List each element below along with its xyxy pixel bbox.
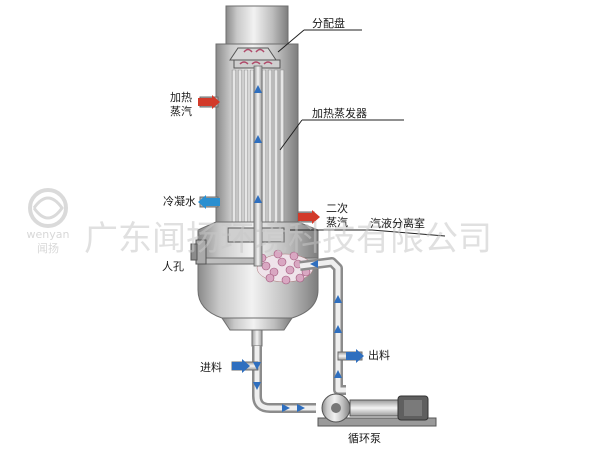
label-heating-steam-2: 蒸汽 <box>170 104 192 118</box>
bottom-cone <box>221 317 293 331</box>
watermark-logo-cn: 闻扬 <box>37 241 59 255</box>
bubble <box>289 251 299 261</box>
bubble <box>281 275 291 285</box>
flow-direction-arrow <box>282 404 290 412</box>
label-manhole: 人孔 <box>162 260 184 273</box>
manhole <box>190 239 207 265</box>
heat-exchanger-tube <box>237 69 243 227</box>
flow-direction-arrow <box>334 370 342 378</box>
flow-direction-arrow <box>253 382 261 390</box>
flow-direction-arrow <box>334 325 342 333</box>
watermark-company: 广东闻扬环境科技有限公司 <box>84 219 492 259</box>
flow-direction-arrow <box>254 195 262 203</box>
label-cooling-water: 冷凝水 <box>163 194 196 208</box>
feed-arrow <box>232 359 250 373</box>
label-separation-chamber: 汽液分离室 <box>370 216 425 230</box>
circulation-pump <box>317 393 437 427</box>
distribution-plate <box>229 47 281 69</box>
bubble <box>269 267 279 277</box>
heat-exchanger-tube <box>231 69 237 227</box>
heating-steam-arrow <box>198 95 220 109</box>
label-circulation-pump: 循环泵 <box>348 432 381 445</box>
watermark: wenyan 闻扬 广东闻扬环境科技有限公司 <box>27 188 492 259</box>
label-secondary-steam-2: 蒸汽 <box>326 215 348 229</box>
feed-pipe <box>252 346 316 413</box>
flow-arrows <box>232 85 364 412</box>
label-secondary-steam-1: 二次 <box>326 201 348 215</box>
bubble <box>273 249 283 259</box>
label-heating-steam-1: 加热 <box>170 91 192 104</box>
heat-exchanger-tube <box>249 69 255 227</box>
bubble <box>261 261 271 271</box>
secondary-steam-arrow <box>298 210 320 224</box>
leader-lines <box>277 29 446 237</box>
heat-exchanger-tube <box>273 69 279 227</box>
bubble <box>277 257 287 267</box>
cooling-water-arrow <box>198 195 220 209</box>
flow-direction-arrow <box>334 295 342 303</box>
top-chimney <box>225 5 289 47</box>
label-feed: 进料 <box>200 360 222 374</box>
heat-exchanger-tube <box>267 69 273 227</box>
flow-direction-arrow <box>297 404 305 412</box>
bubble <box>295 273 305 283</box>
flow-direction-arrow <box>254 85 262 93</box>
flow-direction-arrow <box>254 135 262 143</box>
flow-direction-arrow <box>310 260 318 268</box>
heat-exchanger-tube <box>261 69 267 227</box>
discharge-arrow <box>346 349 364 363</box>
watermark-logo-en: wenyan <box>27 228 70 241</box>
label-heating-evaporator: 加热蒸发器 <box>312 106 367 120</box>
bubble <box>265 273 275 283</box>
heat-exchanger-tube <box>243 69 249 227</box>
central-riser-pipe <box>253 65 263 267</box>
flow-direction-arrow <box>253 362 261 370</box>
bubble <box>285 265 295 275</box>
label-distribution-plate: 分配盘 <box>312 16 345 30</box>
bottom-outlet <box>251 329 263 347</box>
label-discharge: 出料 <box>368 348 390 362</box>
